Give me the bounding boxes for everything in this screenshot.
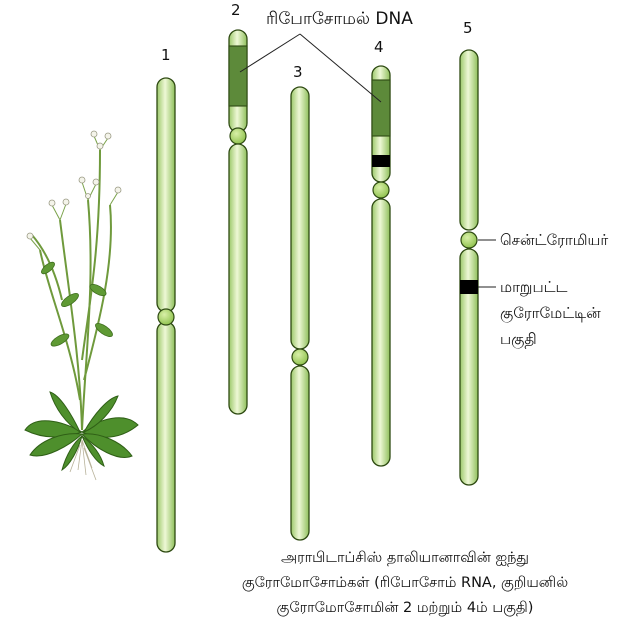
chromosome-4 bbox=[372, 66, 390, 466]
chromosome-number-1: 1 bbox=[161, 46, 171, 64]
ribosomal-dna-region-2 bbox=[229, 46, 247, 106]
leader-line-chr2 bbox=[240, 34, 300, 72]
chromosome-3 bbox=[291, 87, 309, 540]
centromere-3 bbox=[292, 349, 308, 365]
chromosome-set bbox=[157, 30, 478, 552]
centromere-1 bbox=[158, 309, 174, 325]
figure-caption: அராபிடாப்சிஸ் தாலியானாவின் ஐந்து குரோமோச… bbox=[242, 550, 568, 617]
chromosome-number-2: 2 bbox=[231, 1, 241, 19]
chromosome-1 bbox=[157, 78, 175, 552]
caption-line-1: அராபிடாப்சிஸ் தாலியானாவின் ஐந்து bbox=[281, 550, 529, 566]
chromosome-number-3: 3 bbox=[293, 63, 303, 81]
caption-line-3: குரோமோசோமின் 2 மற்றும் 4ம் பகுதி) bbox=[277, 600, 534, 617]
heterochromatin-label-line-3: பகுதி bbox=[500, 330, 537, 349]
heterochromatin-label-line-1: மாறுபட்ட bbox=[500, 278, 568, 296]
chromosome-5 bbox=[460, 50, 478, 485]
heterochromatin-band-4 bbox=[372, 155, 390, 167]
caption-line-2: குரோமோசோம்கள் (ரிபோசோம் RNA, குறியனில் bbox=[242, 575, 568, 592]
centromere-2 bbox=[230, 128, 246, 144]
ribosomal-dna-label: ரிபோசோமல் DNA bbox=[266, 9, 413, 29]
heterochromatin-label-line-2: குரோமேட்டின் bbox=[500, 304, 601, 323]
arabidopsis-plant-illustration bbox=[25, 131, 138, 480]
leader-line-chr4 bbox=[300, 34, 381, 102]
chromosome-number-5: 5 bbox=[463, 19, 473, 37]
centromere-label: சென்ட்ரோமியர் bbox=[500, 231, 608, 249]
centromere-4 bbox=[373, 182, 389, 198]
centromere-5 bbox=[461, 232, 477, 248]
ribosomal-dna-region-4 bbox=[372, 80, 390, 136]
chromosome-number-4: 4 bbox=[374, 38, 384, 56]
chromosome-2 bbox=[229, 30, 247, 414]
heterochromatin-callout: மாறுபட்ட குரோமேட்டின் பகுதி bbox=[478, 278, 601, 349]
heterochromatin-band-5 bbox=[460, 280, 478, 294]
centromere-callout: சென்ட்ரோமியர் bbox=[478, 231, 608, 249]
